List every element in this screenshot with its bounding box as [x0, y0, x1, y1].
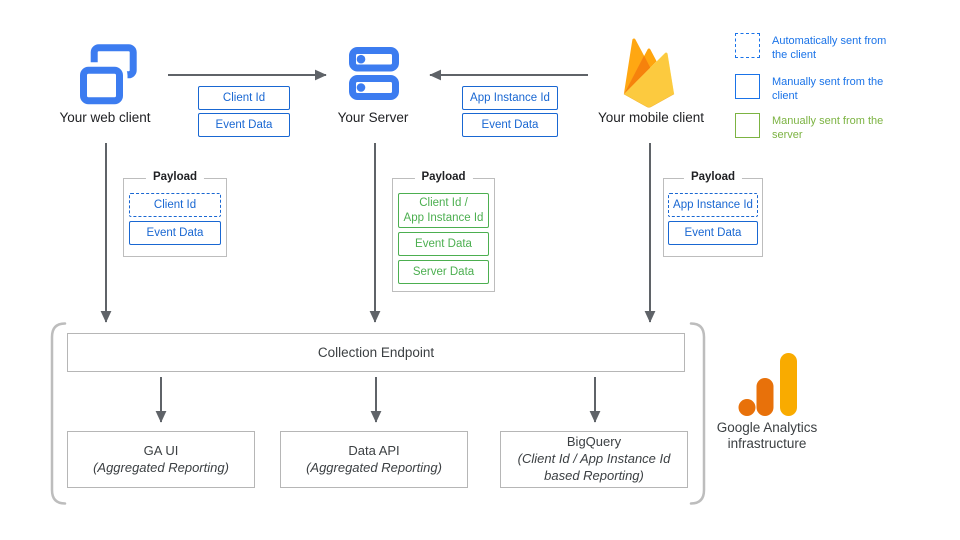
- legend-swatch-solid-blue-icon: [735, 74, 760, 99]
- ga-infrastructure-label: Google Analytics infrastructure: [716, 420, 818, 452]
- web-client-icon: [80, 44, 137, 106]
- payload-item-event-data: Event Data: [129, 221, 221, 245]
- output-subtitle: (Aggregated Reporting): [306, 459, 442, 475]
- legend-swatch-dashed-blue-icon: [735, 33, 760, 58]
- output-box-data-api: Data API (Aggregated Reporting): [280, 431, 468, 488]
- legend-item-manual-server: Manually sent from the server: [735, 113, 894, 142]
- payload-box-web: Payload Client Id Event Data: [123, 171, 227, 257]
- payload-title: Payload: [683, 171, 743, 183]
- mobile-client-label: Your mobile client: [597, 110, 705, 125]
- output-title: GA UI: [143, 442, 179, 458]
- legend-label: Manually sent from the server: [772, 115, 884, 142]
- payload-item-client-or-app-instance-id: Client Id / App Instance Id: [398, 193, 489, 228]
- server-icon: [349, 47, 399, 100]
- server-label: Your Server: [337, 110, 409, 125]
- infrastructure-bracket-right: [689, 322, 706, 505]
- flow-tag-app-instance-id: App Instance Id: [462, 86, 558, 110]
- payload-item-client-id: Client Id: [129, 193, 221, 217]
- legend-item-auto-client: Automatically sent from the client: [735, 33, 894, 62]
- output-title: Data API: [348, 442, 400, 458]
- payload-box-mobile: Payload App Instance Id Event Data: [663, 171, 763, 257]
- output-box-bigquery: BigQuery (Client Id / App Instance Id ba…: [500, 431, 688, 488]
- collection-endpoint-box: Collection Endpoint: [67, 333, 685, 372]
- payload-item-event-data: Event Data: [398, 232, 489, 256]
- legend-label: Automatically sent from the client: [772, 35, 887, 62]
- legend-swatch-solid-green-icon: [735, 113, 760, 138]
- output-box-ga-ui: GA UI (Aggregated Reporting): [67, 431, 255, 488]
- legend-item-manual-client: Manually sent from the client: [735, 74, 894, 103]
- payload-box-server: Payload Client Id / App Instance Id Even…: [392, 171, 495, 292]
- output-subtitle: (Client Id / App Instance Id based Repor…: [517, 451, 671, 483]
- flow-tag-client-id: Client Id: [198, 86, 290, 110]
- firebase-icon: [623, 38, 675, 108]
- web-client-label: Your web client: [59, 110, 151, 125]
- payload-item-event-data: Event Data: [668, 221, 758, 245]
- legend-label: Manually sent from the client: [772, 76, 884, 103]
- payload-item-line: App Instance Id: [403, 211, 484, 224]
- payload-item-line: Client Id /: [419, 197, 468, 210]
- output-title: BigQuery: [566, 434, 622, 450]
- payload-item-app-instance-id: App Instance Id: [668, 193, 758, 217]
- infrastructure-bracket-left: [50, 322, 67, 505]
- flow-tag-event-data-web: Event Data: [198, 113, 290, 137]
- flow-tag-event-data-mobile: Event Data: [462, 113, 558, 137]
- payload-title: Payload: [414, 171, 473, 183]
- payload-title: Payload: [145, 171, 205, 183]
- google-analytics-icon: [738, 353, 797, 416]
- output-subtitle: (Aggregated Reporting): [93, 459, 229, 475]
- payload-item-server-data: Server Data: [398, 260, 489, 284]
